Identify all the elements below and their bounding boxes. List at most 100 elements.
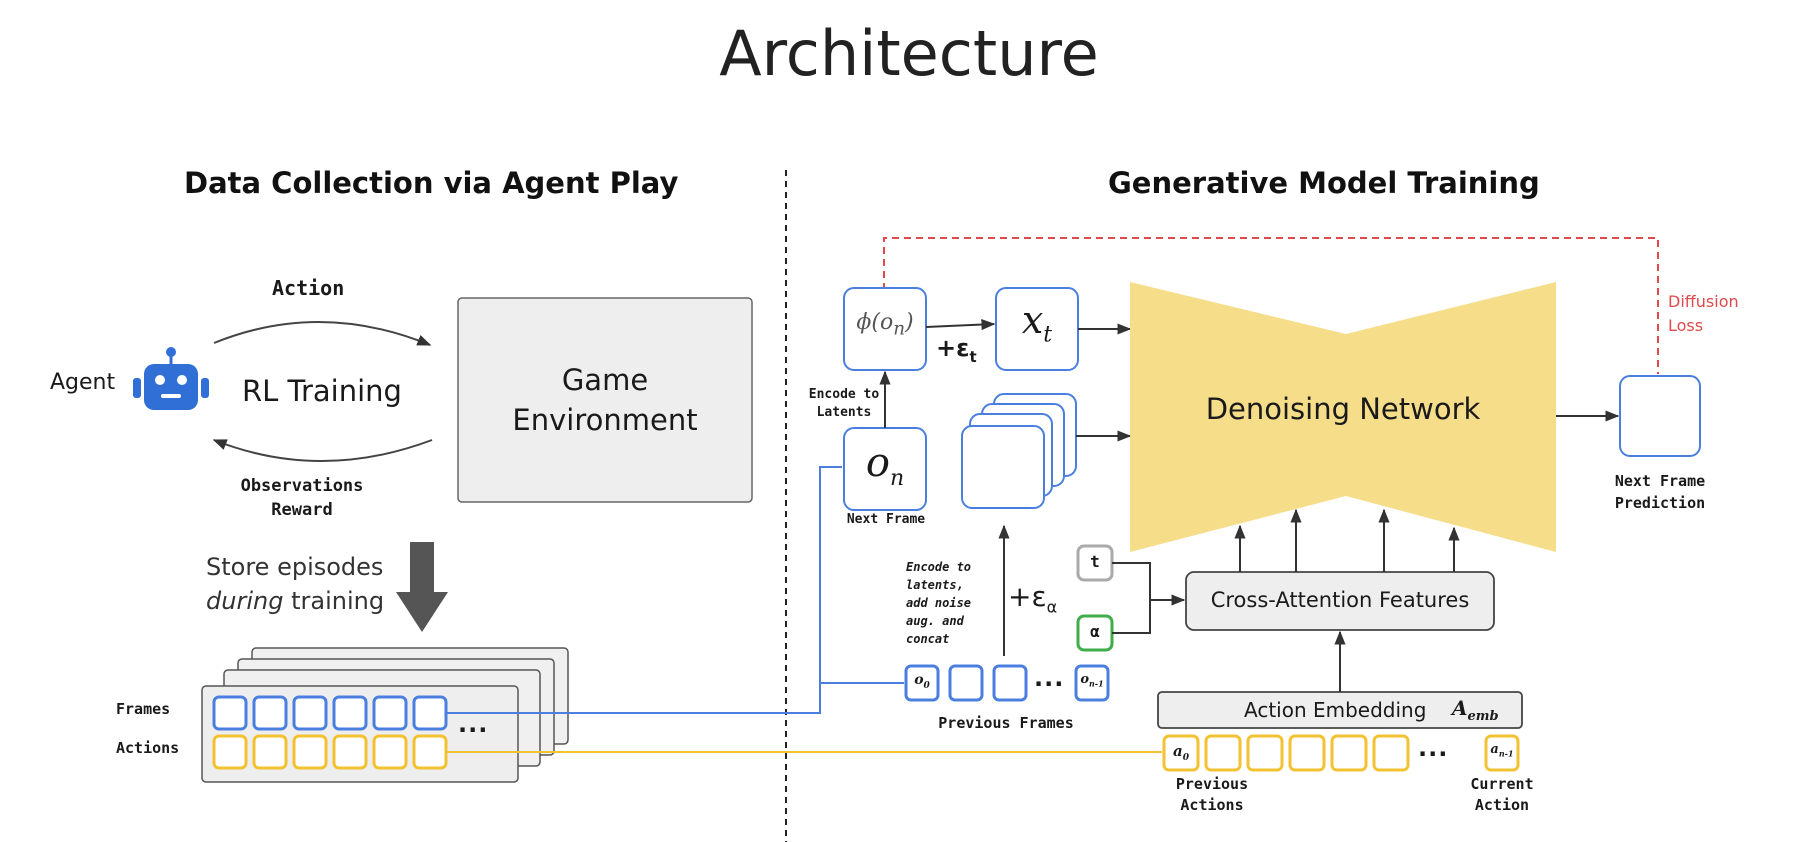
a-emb-label: Aemb xyxy=(1452,696,1499,724)
game-environment-line: Game xyxy=(561,363,649,397)
actions-row xyxy=(212,734,448,770)
o0-label: o0 xyxy=(906,672,938,691)
encode-noise-line: concat xyxy=(906,632,950,646)
diffusion-loss-line: Diffusion xyxy=(1668,292,1739,311)
previous-actions-line: Actions xyxy=(1180,796,1244,814)
previous-actions-label: Previous Actions xyxy=(1152,774,1272,816)
denoising-network-label: Denoising Network xyxy=(1205,392,1481,426)
xt-text: x xyxy=(1021,298,1044,342)
on-label: on xyxy=(844,440,926,491)
frames-ellipsis: ... xyxy=(458,710,489,738)
plus-epsilon-t-text: +ε xyxy=(936,334,970,362)
phi-label: ϕ(on) xyxy=(844,310,926,339)
t-token-label: t xyxy=(1090,552,1100,571)
current-action-line: Current xyxy=(1470,775,1534,793)
o0-subscript: 0 xyxy=(923,680,930,691)
on-text: o xyxy=(865,440,890,486)
next-frame-prediction-label: Next Frame Prediction xyxy=(1594,470,1726,514)
diffusion-loss-label: Diffusion Loss xyxy=(1668,290,1739,338)
alpha-connector xyxy=(1112,600,1151,634)
store-line: during training xyxy=(206,584,384,618)
a0-text: a xyxy=(1173,742,1183,760)
current-action-label: Current Action xyxy=(1448,774,1556,816)
an1-label: an-1 xyxy=(1486,742,1518,759)
previous-actions-line: Previous xyxy=(1175,775,1249,793)
frames-row xyxy=(212,695,448,731)
action-label: Action xyxy=(272,276,345,300)
phi-subscript: n xyxy=(893,318,906,340)
current-action-line: Action xyxy=(1474,796,1530,814)
phi-box xyxy=(843,287,927,371)
agent-label: Agent xyxy=(50,370,116,395)
reward-label: Reward xyxy=(271,500,333,520)
an1-text: a xyxy=(1490,742,1499,757)
rl-training-label: RL Training xyxy=(242,374,402,408)
encode-to-latents-label: Encode to Latents xyxy=(794,386,894,422)
store-rest: training xyxy=(291,587,385,615)
next-frame-label: Next Frame xyxy=(846,512,926,527)
store-emphasis: during xyxy=(206,587,284,615)
on-subscript: n xyxy=(889,466,905,491)
plus-epsilon-alpha-sub: α xyxy=(1046,597,1058,617)
store-down-arrow xyxy=(396,542,448,632)
denoising-network-shape xyxy=(1130,282,1556,552)
frames-label: Frames xyxy=(116,700,171,718)
phi-to-xt-arrow xyxy=(925,318,996,331)
a0-subscript: 0 xyxy=(1182,753,1189,763)
next-frame-prediction-box xyxy=(1619,375,1701,457)
game-environment-box xyxy=(457,297,753,503)
game-environment-line: Environment xyxy=(512,403,698,437)
plus-epsilon-t: +εt xyxy=(936,334,977,366)
plus-epsilon-alpha: +εα xyxy=(1008,580,1057,617)
an1-subscript: n-1 xyxy=(1498,748,1514,759)
a0-label: a0 xyxy=(1164,742,1198,763)
encode-latents-line: Encode to xyxy=(808,387,880,402)
frames-connector xyxy=(446,466,842,714)
observations-label: Observations xyxy=(240,476,364,496)
encode-noise-line: latents, xyxy=(906,578,964,592)
phi-close: ) xyxy=(905,310,914,335)
previous-actions-row xyxy=(1162,734,1520,772)
xt-subscript: t xyxy=(1043,322,1053,348)
action-arrow xyxy=(213,321,432,346)
on1-label: on-1 xyxy=(1076,672,1108,689)
xt-label: xt xyxy=(996,298,1078,348)
encode-noise-line: aug. and xyxy=(906,614,964,628)
page-title: Architecture xyxy=(719,17,1099,90)
next-frame-prediction-line: Next Frame xyxy=(1614,472,1706,490)
a-emb-subscript: emb xyxy=(1467,709,1499,724)
diffusion-loss-line xyxy=(883,237,1659,374)
robot-icon xyxy=(133,347,209,410)
alpha-token-label: α xyxy=(1090,622,1100,641)
on1-text: o xyxy=(1080,672,1089,687)
store-episodes-label: Store episodes during training xyxy=(206,550,384,618)
a-emb-text: A xyxy=(1452,696,1468,720)
encode-noise-line: add noise xyxy=(906,596,972,610)
store-line: Store episodes xyxy=(206,553,384,581)
observation-arrow xyxy=(212,439,433,462)
t-connector xyxy=(1112,562,1186,606)
left-section-heading: Data Collection via Agent Play xyxy=(184,166,679,200)
previous-actions-ellipsis: ... xyxy=(1418,734,1449,762)
game-environment-label: Game Environment xyxy=(458,360,752,440)
encode-noise-label: Encode to latents, add noise aug. and co… xyxy=(906,558,971,648)
diffusion-loss-line: Loss xyxy=(1668,316,1704,335)
right-section-heading: Generative Model Training xyxy=(1108,166,1540,200)
cross-attention-label: Cross-Attention Features xyxy=(1210,588,1470,612)
cross-attention-box xyxy=(1185,571,1495,631)
encode-latents-line: Latents xyxy=(816,405,872,420)
previous-frames-ellipsis: ... xyxy=(1034,664,1065,692)
latent-frames-stack xyxy=(961,393,1077,509)
encode-noise-line: Encode to xyxy=(906,560,972,574)
action-embedding-label: Action Embedding xyxy=(1244,698,1427,722)
observations-reward-label: Observations Reward xyxy=(222,474,382,522)
previous-frames-label: Previous Frames xyxy=(938,714,1074,732)
phi-text: ϕ(o xyxy=(856,310,894,335)
plus-epsilon-alpha-text: +ε xyxy=(1008,580,1047,613)
o0-text: o xyxy=(914,672,924,688)
plus-epsilon-t-sub: t xyxy=(969,347,977,366)
next-frame-prediction-line: Prediction xyxy=(1614,494,1706,512)
previous-frames-row xyxy=(904,664,1110,702)
on1-subscript: n-1 xyxy=(1088,678,1104,689)
